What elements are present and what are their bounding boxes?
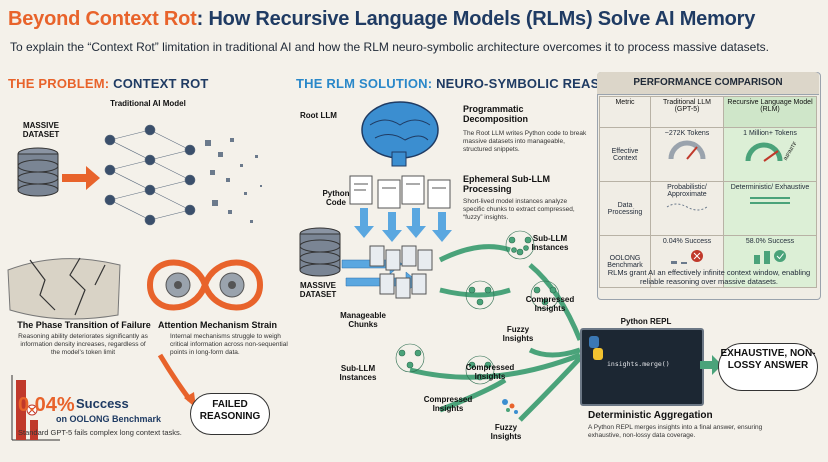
problem-heading-b: CONTEXT ROT xyxy=(113,76,209,91)
infinity-gears-icon xyxy=(146,259,264,311)
python-code-label: Python Code xyxy=(322,189,350,207)
table-row: OOLONG Benchmark 0.04% Success 58.0% Suc… xyxy=(599,235,817,288)
manageable-chunks-label: Manageable Chunks xyxy=(340,311,386,329)
title-rest: : How Recursive Language Models (RLMs) S… xyxy=(196,8,756,30)
solution-dataset-label: MASSIVE DATASET xyxy=(299,281,337,299)
sub-llm-instances-top-label: Sub-LLM Instances xyxy=(531,234,569,252)
decomposition-arrows-icon xyxy=(354,208,452,242)
ordered-processing-icon xyxy=(750,197,791,204)
fuzzy-insights-1-label: Fuzzy Insights xyxy=(502,325,534,343)
table-row: Data Processing Probabilistic/ Approxima… xyxy=(599,181,817,236)
col-rlm: Recursive Language Model (RLM) xyxy=(723,96,817,128)
benchmark-label: on OOLONG Benchmark xyxy=(56,414,162,424)
success-word: Success xyxy=(76,396,129,411)
row-traditional-cell: Probabilistic/ Approximate xyxy=(649,181,725,236)
python-logo-icon xyxy=(589,336,603,360)
decomposition-text: The Root LLM writes Python code to break… xyxy=(463,130,587,153)
table-header-row: Metric Traditional LLM (GPT-5) Recursive… xyxy=(599,96,817,128)
row-rlm-value: 58.0% Success xyxy=(745,238,795,245)
python-repl-window xyxy=(580,328,704,406)
row-metric: Effective Context xyxy=(599,127,651,182)
final-answer-badge: EXHAUSTIVE, NON-LOSSY ANSWER xyxy=(718,343,818,391)
solution-database-icon xyxy=(299,227,341,277)
root-llm-label: Root LLM xyxy=(300,111,337,120)
decay-fragments-icon xyxy=(205,138,262,223)
page-title: Beyond Context Rot: How Recursive Langua… xyxy=(8,8,755,31)
rlm-benchmark-bars-icon xyxy=(754,250,787,264)
solution-heading: THE RLM SOLUTION: NEURO-SYMBOLIC REASONI… xyxy=(296,76,643,91)
comparison-verdict: RLMs grant AI an effectively infinite co… xyxy=(607,268,811,287)
aggregation-title: Deterministic Aggregation xyxy=(588,410,713,421)
page-subtitle: To explain the “Context Rot” limitation … xyxy=(10,40,770,54)
row-rlm-value: Deterministic/ Exhaustive xyxy=(730,184,810,191)
row-traditional-value: 0.04% Success xyxy=(662,238,712,245)
brain-icon xyxy=(361,101,439,167)
traditional-gauge-icon xyxy=(668,140,706,160)
row-rlm-cell: 1 Million+ Tokens INFINITE xyxy=(723,127,817,182)
phase-transition-text: Reasoning ability deteriorates significa… xyxy=(18,333,148,356)
traditional-benchmark-bars-icon xyxy=(671,250,704,264)
row-traditional-cell: 0.04% Success xyxy=(649,235,725,288)
failure-arrow-icon xyxy=(157,353,193,402)
traditional-model-label: Traditional AI Model xyxy=(110,99,186,108)
compressed-insights-3-label: Compressed Insights xyxy=(423,395,473,413)
manageable-chunks-icon xyxy=(369,245,433,299)
rlm-gauge-icon: INFINITE xyxy=(745,140,796,162)
row-rlm-cell: Deterministic/ Exhaustive xyxy=(723,181,817,236)
sub-llm-networks-icon xyxy=(395,230,560,385)
row-traditional-cell: ~272K Tokens xyxy=(649,127,725,182)
ephemeral-title: Ephemeral Sub-LLM Processing xyxy=(463,174,551,195)
insight-flow-arrows-icon xyxy=(409,244,583,422)
attention-strain-title: Attention Mechanism Strain xyxy=(158,320,278,330)
database-icon xyxy=(17,147,59,197)
solution-heading-a: THE RLM SOLUTION: xyxy=(296,76,437,91)
falling-bar-chart-icon xyxy=(11,375,60,441)
gauge-infinite-label: INFINITE xyxy=(783,140,796,162)
aggregation-text: A Python REPL merges insights into a fin… xyxy=(588,424,763,439)
massive-dataset-label: MASSIVE DATASET xyxy=(22,121,60,139)
table-row: Effective Context ~272K Tokens 1 Million… xyxy=(599,127,817,182)
solution-illustration xyxy=(299,101,583,422)
output-arrow-icon xyxy=(700,355,722,375)
ephemeral-text: Short-lived model instances analyze spec… xyxy=(463,198,575,221)
input-arrow-icon xyxy=(62,166,100,190)
success-percentage: 0.04% xyxy=(18,394,75,416)
fuzzy-particles-icon xyxy=(502,399,518,414)
fuzzy-insights-2-label: Fuzzy Insights xyxy=(490,423,522,441)
row-rlm-value: 1 Million+ Tokens xyxy=(743,130,797,137)
title-highlight: Beyond Context Rot xyxy=(8,8,197,30)
decomposition-title: Programmatic Decomposition xyxy=(463,104,529,125)
comparison-table: Metric Traditional LLM (GPT-5) Recursive… xyxy=(599,96,817,288)
cracked-ground-icon xyxy=(7,257,121,320)
phase-transition-title: The Phase Transition of Failure xyxy=(17,320,151,330)
problem-illustration xyxy=(7,124,264,441)
repl-code-line: insights.merge() xyxy=(607,360,670,368)
comparison-title: PERFORMANCE COMPARISON xyxy=(597,72,819,95)
col-traditional: Traditional LLM (GPT-5) xyxy=(649,96,725,128)
problem-heading: THE PROBLEM: CONTEXT ROT xyxy=(8,76,209,91)
solution-heading-b: NEURO-SYMBOLIC REASONING xyxy=(436,76,644,91)
row-metric: Data Processing xyxy=(599,181,651,236)
row-rlm-cell: 58.0% Success xyxy=(723,235,817,288)
sub-llm-instances-bottom-label: Sub-LLM Instances xyxy=(339,364,377,382)
problem-heading-a: THE PROBLEM: xyxy=(8,76,114,91)
compressed-insights-1-label: Compressed Insights xyxy=(525,295,575,313)
col-metric: Metric xyxy=(599,96,651,128)
scattered-processing-icon xyxy=(666,203,708,211)
row-metric: OOLONG Benchmark xyxy=(599,235,651,288)
attention-strain-text: Internal mechanisms struggle to weigh cr… xyxy=(170,333,288,356)
compressed-insights-2-label: Compressed Insights xyxy=(465,363,515,381)
row-traditional-value: ~272K Tokens xyxy=(664,130,710,137)
failed-reasoning-badge: FAILED REASONING xyxy=(190,393,270,435)
neural-network-icon xyxy=(104,124,196,226)
code-documents-icon xyxy=(349,175,451,209)
python-repl-label: Python REPL xyxy=(620,317,672,326)
benchmark-text: Standard GPT-5 fails complex long contex… xyxy=(18,428,182,437)
row-traditional-value: Probabilistic/ Approximate xyxy=(667,184,707,198)
